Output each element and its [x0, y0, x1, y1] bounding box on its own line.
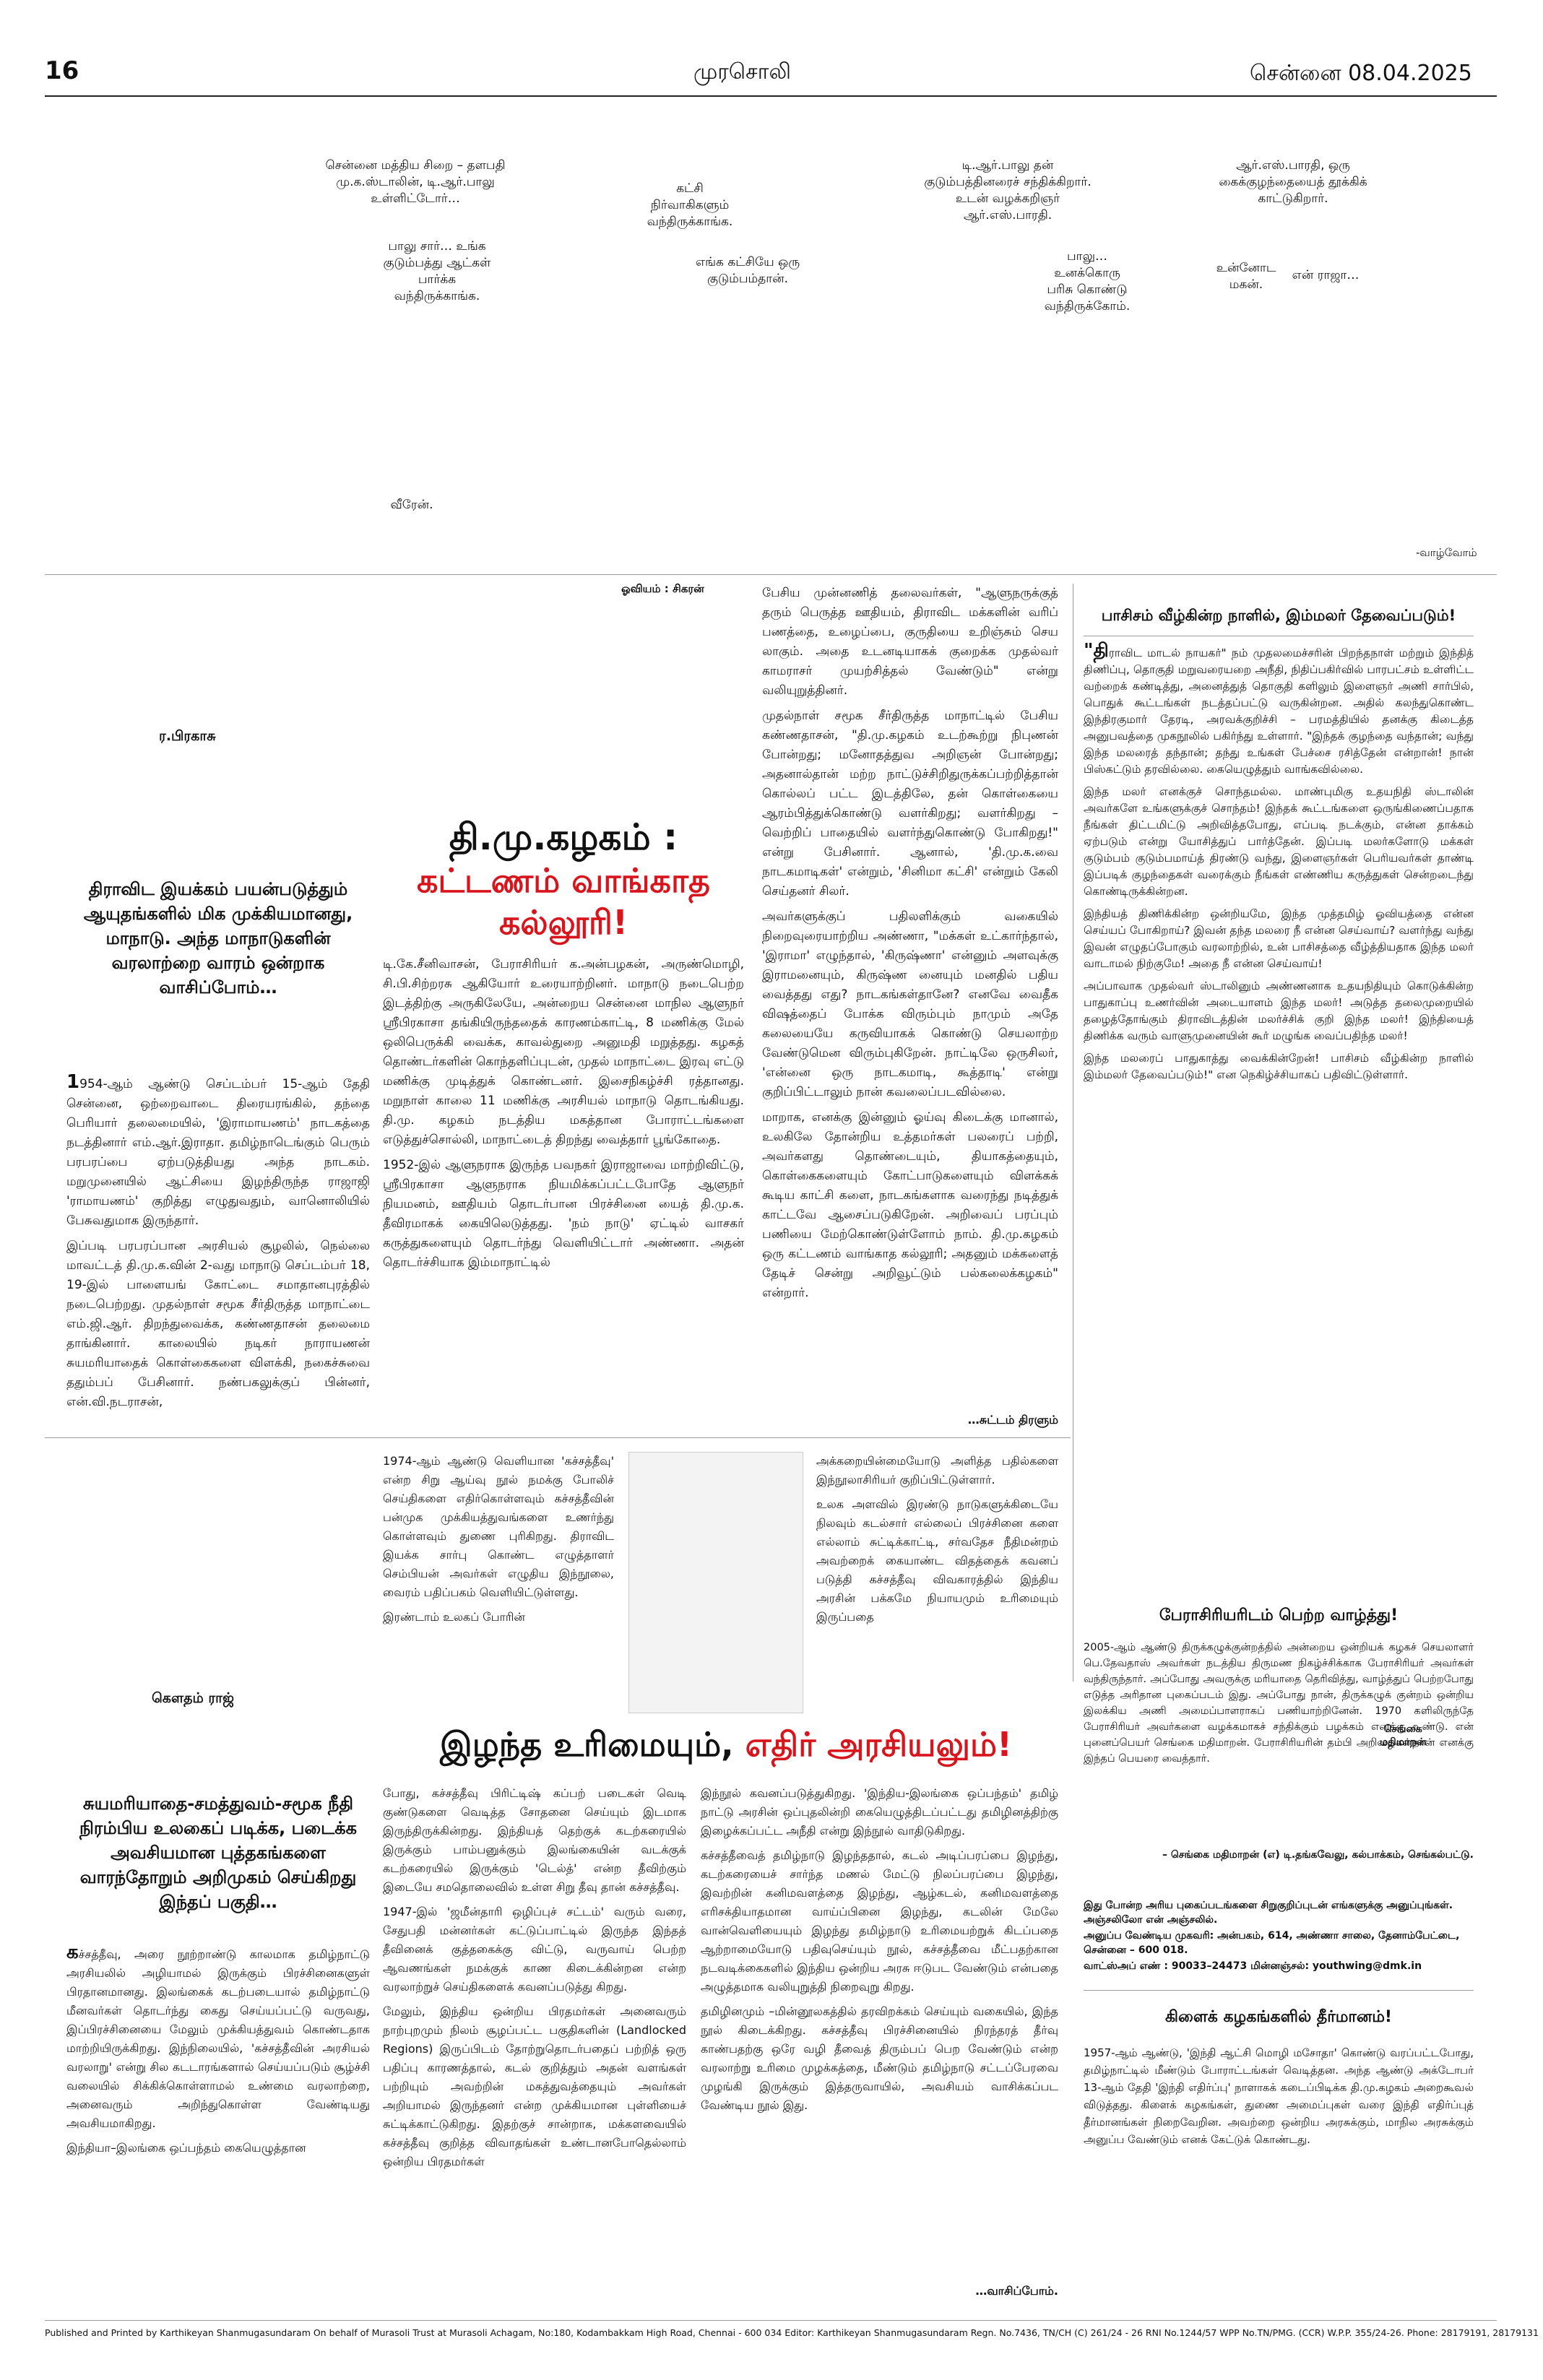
artist-credit: ஓவியம் : சிகரன் [621, 582, 704, 595]
sidebar-box2-body: 2005-ஆம் ஆண்டு திருக்கழுக்குன்றத்தில் அன… [1084, 1642, 1474, 1765]
article2-col3-p3: தமிழினமும் –மின்னூலகத்தில் தரவிறக்கம் செ… [701, 2004, 1058, 2112]
article1-col1-p1: 1954-ஆம் ஆண்டு செப்டம்பர் 15-ஆம் தேதி செ… [66, 1071, 370, 1228]
article1-col3: பேசிய முன்னணித் தலைவர்கள், "ஆளுநருக்குத்… [762, 584, 1058, 1309]
masthead-rule [45, 95, 1497, 97]
article1-intro: திராவிட இயக்கம் பயன்படுத்தும் ஆயுதங்களில… [83, 879, 353, 998]
middle-rule [45, 1437, 1071, 1438]
sidebar-box1-p5: இந்த மலரைப் பாதுகாத்து வைக்கின்றேன்! பாச… [1084, 1052, 1474, 1081]
article2-col3: இந்நூல் கவனப்படுத்துகிறது. 'இந்திய-இலங்க… [701, 1784, 1058, 2121]
cartoon-bubble-9: என் ராஜா… [1292, 268, 1360, 282]
article1-col1: 1954-ஆம் ஆண்டு செப்டம்பர் 15-ஆம் தேதி செ… [66, 1071, 370, 1418]
photo-caption-line1: செங்கை [1383, 1723, 1422, 1735]
article2-intro: சுயமரியாதை-சமத்துவம்-சமூக நீதி நிரம்பிய … [79, 1793, 357, 1912]
photo-caption: செங்கை மதிமாறன் [1380, 1723, 1426, 1749]
article1-author: ர.பிரகாசு [159, 728, 216, 744]
article1-col3-p3: அவர்களுக்குப் பதிலளிக்கும் வகையில் நிறைவ… [762, 909, 1058, 1099]
sidebar-box1-p1: "திராவிட மாடல் நாயகர்" நம் முதலமைச்சரின்… [1084, 640, 1474, 776]
footer-imprint: Published and Printed by Karthikeyan Sha… [45, 2327, 1539, 2338]
article2-col3-p1: இந்நூல் கவனப்படுத்துகிறது. 'இந்திய-இலங்க… [701, 1786, 1058, 1838]
book-cover-image [628, 1452, 803, 1713]
notice-line1: இது போன்ற அரிய புகைப்படங்களை சிறுகுறிப்ப… [1084, 1900, 1453, 1926]
cartoon-signoff: -வாழ்வோம் [1416, 546, 1477, 559]
sidebar-box1-p2: இந்த மலர் எனக்குச் சொந்தமல்ல. மாண்புமிகு… [1084, 785, 1474, 898]
article2-ul-p2: இரண்டாம் உலகப் போரின் [383, 1610, 525, 1624]
article1-col2: டி.கே.சீனிவாசன், பேராசிரியர் க.அன்பழகன்,… [383, 955, 744, 1278]
sidebar-box2-signature: – செங்கை மதிமாறன் (எ) டி.தங்கவேலு, கல்பா… [1162, 1849, 1474, 1861]
article2-upper-right: அக்கறையின்மையோடு அளித்த பதில்களை இந்நூலா… [816, 1452, 1058, 1632]
sidebar-box3-body: 1957-ஆம் ஆண்டு, 'இந்தி ஆட்சி மொழி மசோதா'… [1084, 2046, 1474, 2146]
article1-title: தி.மு.கழகம் : கட்டணம் வாங்காத கல்லூரி! [383, 815, 744, 943]
article1-continued: …சுட்டம் திரளும் [967, 1413, 1058, 1427]
article2-col2-p1: போது, கச்சத்தீவு பிரிட்டிஷ் கப்பற் படைகள… [383, 1786, 686, 1894]
cartoon-bubble-6: எங்க கட்சியே ஒரு குடும்பம்தான். [695, 255, 800, 286]
article2-col2-p3: மேலும், இந்திய ஒன்றிய பிரதமர்கள் அனைவரும… [383, 2004, 686, 2168]
photo-caption-line2: மதிமாறன் [1380, 1736, 1427, 1748]
article1-col1-p2: இப்படி பரபரப்பான அரசியல் சூழலில், நெல்லை… [66, 1239, 370, 1409]
sidebar-box1-p4: அப்பாவாக முதல்வர் ஸ்டாலினும் அண்ணனாக உதய… [1084, 979, 1474, 1042]
article2-continued: …வாசிப்போம். [975, 2284, 1058, 2298]
cartoon-bubble-4: ஆர்.எஸ்.பாரதி, ஒரு கைக்குழந்தையைத் தூக்க… [1219, 158, 1367, 206]
page-number: 16 [45, 56, 79, 85]
cartoon-bubble-8: உன்னோட மகன். [1216, 261, 1276, 292]
article1-col2-p1: டி.கே.சீனிவாசன், பேராசிரியர் க.அன்பழகன்,… [383, 957, 744, 1147]
article2-title-red: எதிர் அரசியலும்! [745, 1725, 1012, 1764]
sidebar-box2-title: பேராசிரியரிடம் பெற்ற வாழ்த்து! [1159, 1606, 1399, 1624]
cartoon-bubble-7: பாலு… உனக்கொரு பரிசு கொண்டு வந்திருக்கோம… [1044, 249, 1131, 313]
sidebar-box3-title: கிளைக் கழகங்களில் தீர்மானம்! [1165, 2008, 1392, 2026]
article2-col3-p2: கச்சத்தீவைத் தமிழ்நாடு இழந்ததால், கடல் அ… [701, 1848, 1058, 1994]
cartoon-bubble-5: பாலு சார்… உங்க குடும்பத்து ஆட்கள் பார்க… [383, 239, 491, 303]
article2-col1-p1: கச்சத்தீவு, அரை நூற்றாண்டு காலமாக தமிழ்ந… [66, 1942, 370, 2130]
article1-title-line2: கட்டணம் வாங்காத [417, 861, 710, 900]
article2-title: இழந்த உரிமையும், எதிர் அரசியலும்! [368, 1723, 1084, 1766]
footer-rule [45, 2320, 1497, 2321]
article2-title-black: இழந்த உரிமையும், [440, 1725, 745, 1764]
cartoon-bubble-1: சென்னை மத்திய சிறை – தளபதி மு.க.ஸ்டாலின்… [325, 158, 506, 206]
article2-author: கௌதம் ராஜ் [152, 1690, 234, 1706]
sidebar-box1-title: பாசிசம் வீழ்கின்ற நாளில், இம்மலர் தேவைப்… [1101, 607, 1456, 624]
paper-name: முரசொலி [693, 59, 791, 85]
cartoon-rule [45, 574, 1497, 575]
sidebar-box1-p3: இந்தியத் திணிக்கின்ற ஒன்றியமே, இந்த முத்… [1084, 907, 1474, 970]
article2-col2: போது, கச்சத்தீவு பிரிட்டிஷ் கப்பற் படைகள… [383, 1784, 686, 2177]
article1-title-line3: கல்லூரி! [499, 903, 628, 942]
article1-col3-p1: பேசிய முன்னணித் தலைவர்கள், "ஆளுநருக்குத்… [762, 586, 1058, 698]
cartoon-bubble-10: வீரேன். [390, 498, 433, 512]
article2-col2-p2: 1947-இல் 'ஜமீன்தாரி ஒழிப்புச் சட்டம்' வர… [383, 1905, 686, 1994]
article2-ul-p1: 1974-ஆம் ஆண்டு வெளியான 'கச்சத்தீவு' என்ற… [383, 1454, 614, 1599]
article1-col3-p4: மாறாக, எனக்கு இன்னும் ஓய்வு கிடைக்கு மான… [762, 1110, 1058, 1300]
sidebar-rule-2 [1084, 1990, 1474, 1991]
article1-title-line1: தி.மு.கழகம் : [449, 816, 678, 858]
article1-col2-p2: 1952-இல் ஆளுநராக இருந்த பவநகர் இராஜாவை ம… [383, 1158, 744, 1270]
cartoon-bubble-3: டி.ஆர்.பாலு தன் குடும்பத்தினரைச் சந்திக்… [924, 158, 1092, 222]
date-line: சென்னை 08.04.2025 [1250, 61, 1472, 86]
article2-col1: கச்சத்தீவு, அரை நூற்றாண்டு காலமாக தமிழ்ந… [66, 1942, 370, 2163]
notice-line2: அனுப்ப வேண்டிய முகவரி: அன்பகம், 614, அண்… [1084, 1930, 1460, 1956]
notice-line3: வாட்ஸ்அப் எண் : 90033–24473 மின்னஞ்சல்: … [1084, 1960, 1422, 1972]
article2-ur-p2: உலக அளவில் இரண்டு நாடுகளுக்கிடையே நிலவும… [816, 1497, 1058, 1624]
article1-col3-p2: முதல்நாள் சமூக சீர்திருத்த மாநாட்டில் பே… [762, 709, 1058, 899]
cartoon-bubble-2: கட்சி நிர்வாகிகளும் வந்திருக்காங்க. [647, 181, 733, 229]
sidebar-box1-body: "திராவிட மாடல் நாயகர்" நம் முதலமைச்சரின்… [1084, 640, 1474, 1089]
article2-ur-p1: அக்கறையின்மையோடு அளித்த பதில்களை இந்நூலா… [816, 1454, 1058, 1487]
article2-col1-p2: இந்தியா–இலங்கை ஒப்பந்தம் கையெழுத்தான [66, 2141, 306, 2155]
article2-upper-left: 1974-ஆம் ஆண்டு வெளியான 'கச்சத்தீவு' என்ற… [383, 1452, 614, 1632]
